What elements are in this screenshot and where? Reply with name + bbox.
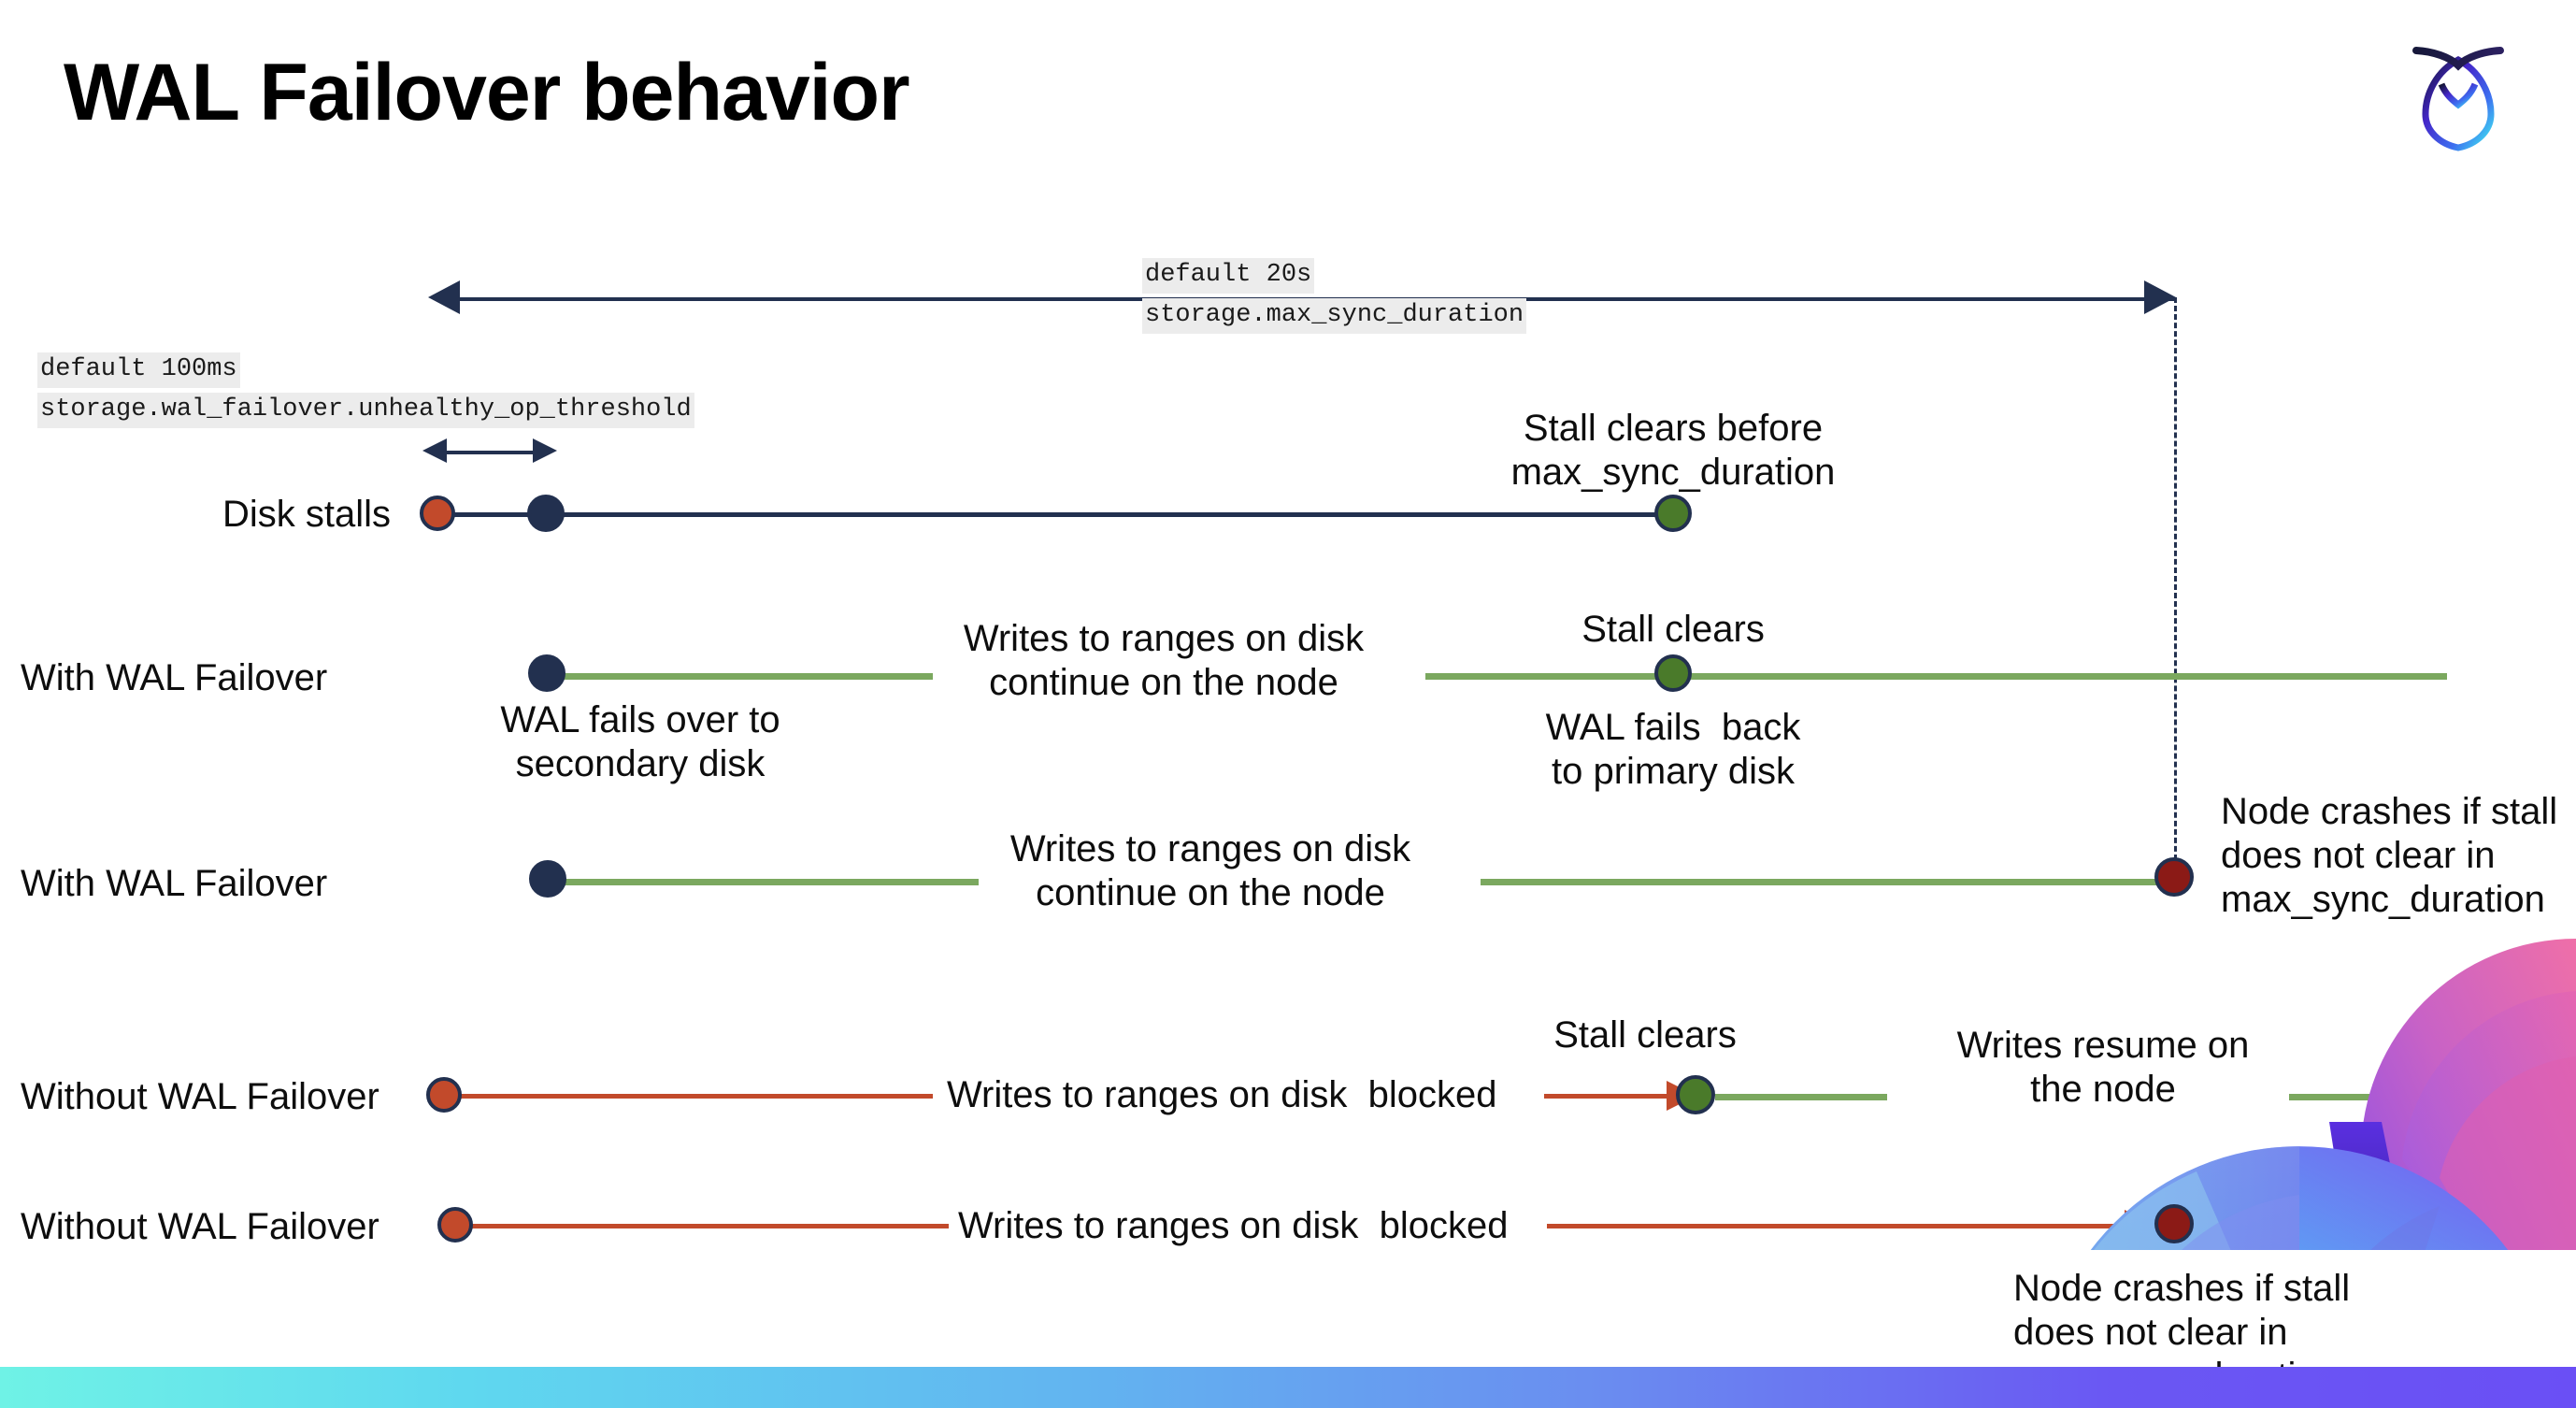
disk-stall-start-dot: [420, 496, 455, 531]
unhealthy-default-chip: default 100ms: [37, 352, 240, 388]
row-label-with-wal-failover-crash: With WAL Failover: [21, 863, 328, 904]
note-writes-blocked-row5: Writes to ranges on disk blocked: [958, 1205, 1509, 1246]
without-wal-failover-blocked-line-a: [447, 1094, 933, 1099]
unhealthy-span-line: [447, 451, 533, 454]
with-wal-failover-crash-line-a: [547, 879, 979, 885]
disk-stall-clears-dot: [1654, 495, 1692, 532]
without-wal-failover-crash-line-b: [1547, 1224, 2154, 1228]
bottom-gradient-bar: [0, 1367, 2576, 1408]
wal-failover-stall-clears-dot: [1654, 654, 1692, 692]
unhealthy-span-arrow-left: [422, 438, 447, 463]
note-writes-continue-row2: Writes to ranges on disk continue on the…: [963, 618, 1365, 704]
disk-stall-threshold-dot: [527, 495, 565, 532]
without-wal-failover-start-dot-row4: [426, 1077, 462, 1113]
unhealthy-setting-chip: storage.wal_failover.unhealthy_op_thresh…: [37, 393, 694, 428]
max-sync-span-arrow-left: [428, 280, 460, 314]
note-writes-resume: Writes resume on the node: [1956, 1025, 2250, 1111]
note-stall-clears-row2: Stall clears: [1581, 609, 1765, 650]
page-title: WAL Failover behavior: [64, 48, 910, 137]
without-wal-failover-crash-dot: [2154, 1204, 2194, 1243]
wal-failover-crash-start-dot: [529, 860, 566, 898]
row-label-without-wal-failover-crash: Without WAL Failover: [21, 1206, 379, 1247]
note-stall-clears-before-max-sync: Stall clears before max_sync_duration: [1510, 408, 1836, 494]
note-wal-fails-over: WAL fails over to secondary disk: [500, 699, 780, 785]
without-wal-failover-blocked-line-b: [1544, 1094, 1680, 1099]
row-label-without-wal-failover-clears: Without WAL Failover: [21, 1076, 379, 1117]
note-stall-clears-row4: Stall clears: [1553, 1014, 1737, 1056]
note-wal-fails-back: WAL fails back to primary disk: [1545, 707, 1801, 793]
note-writes-continue-row3: Writes to ranges on disk continue on the…: [1009, 828, 1411, 914]
disk-stalls-line: [439, 512, 1682, 517]
note-node-crashes-row3: Node crashes if stall does not clear in …: [2221, 791, 2558, 921]
with-wal-failover-line-b: [1425, 673, 2447, 680]
without-wal-failover-stall-clears-dot: [1676, 1075, 1715, 1114]
wal-failover-crash-dot: [2154, 857, 2194, 897]
without-wal-failover-start-dot-row5: [437, 1207, 473, 1243]
cockroachdb-logo-icon: [2388, 26, 2528, 157]
max-sync-span-arrow-right: [2144, 280, 2176, 314]
unhealthy-span-arrow-right: [533, 438, 557, 463]
with-wal-failover-crash-line-b: [1481, 879, 2172, 885]
callout-card-background: [1963, 1250, 2576, 1367]
note-writes-blocked-row4: Writes to ranges on disk blocked: [947, 1074, 1497, 1115]
max-sync-default-chip: default 20s: [1142, 258, 1315, 294]
row-label-disk-stalls: Disk stalls: [222, 494, 392, 535]
row-label-with-wal-failover-clears: With WAL Failover: [21, 657, 328, 698]
max-sync-dropline: [2174, 297, 2177, 877]
without-wal-failover-crash-line-a: [458, 1224, 949, 1228]
with-wal-failover-line-a: [547, 673, 933, 680]
without-wal-failover-resume-line: [1715, 1094, 1887, 1100]
wal-failover-start-dot: [528, 654, 565, 692]
max-sync-setting-chip: storage.max_sync_duration: [1142, 298, 1527, 334]
